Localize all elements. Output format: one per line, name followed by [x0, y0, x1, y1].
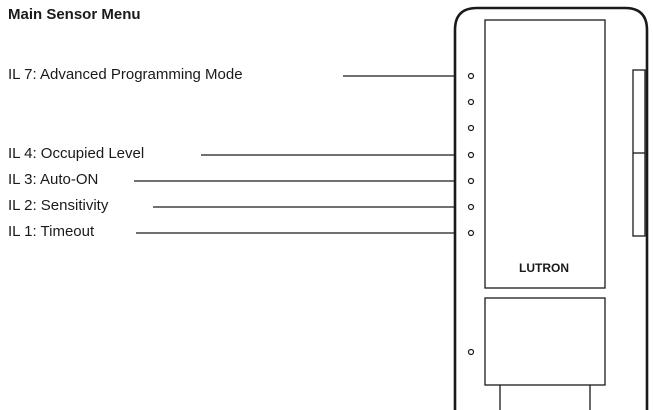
callout-label-il3: IL 3: Auto-ON: [8, 171, 99, 188]
indicator-led-il6: [467, 98, 475, 106]
indicator-led-il4: [467, 151, 475, 159]
callout-label-il2: IL 2: Sensitivity: [8, 197, 109, 214]
callout-label-il7: IL 7: Advanced Programming Mode: [8, 66, 243, 83]
callout-label-il4: IL 4: Occupied Level: [8, 145, 145, 162]
callout-label-il1: IL 1: Timeout: [8, 223, 95, 240]
indicator-led-lower: [467, 348, 475, 356]
indicator-led-il1: [467, 229, 475, 237]
indicator-led-il3: [467, 177, 475, 185]
indicator-led-il5: [467, 124, 475, 132]
diagram-title: Main Sensor Menu: [8, 6, 141, 23]
indicator-led-il7: [467, 72, 475, 80]
lower-panel: [484, 297, 606, 386]
brand-logo: LUTRON: [519, 261, 569, 275]
upper-panel: [484, 19, 606, 289]
indicator-led-il2: [467, 203, 475, 211]
